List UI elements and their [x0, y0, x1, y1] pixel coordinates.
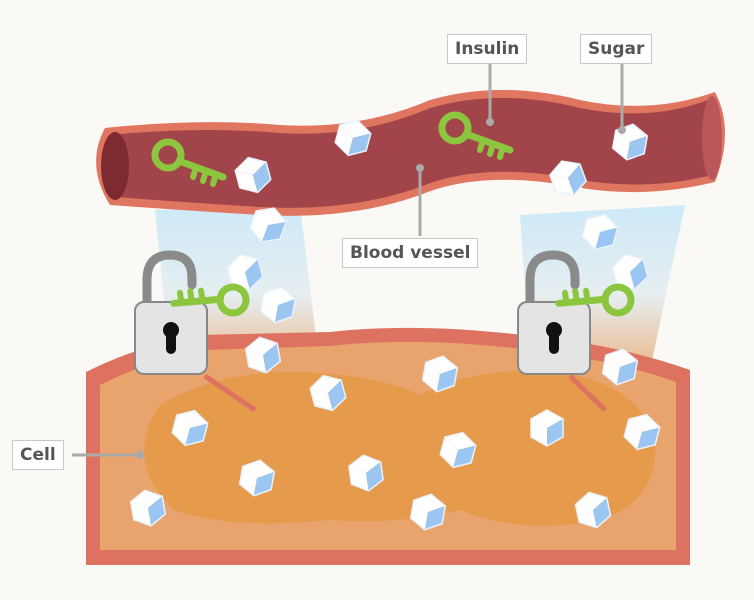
vessel-opening [101, 132, 129, 200]
cell-label: Cell [12, 440, 64, 470]
insulin-label: Insulin [447, 34, 528, 64]
padlock-icon [517, 250, 635, 375]
sugar-label: Sugar [580, 34, 653, 64]
blood-vessel-label: Blood vessel [342, 238, 479, 268]
padlock-icon [134, 250, 250, 375]
vessel-opening-right [702, 96, 722, 180]
